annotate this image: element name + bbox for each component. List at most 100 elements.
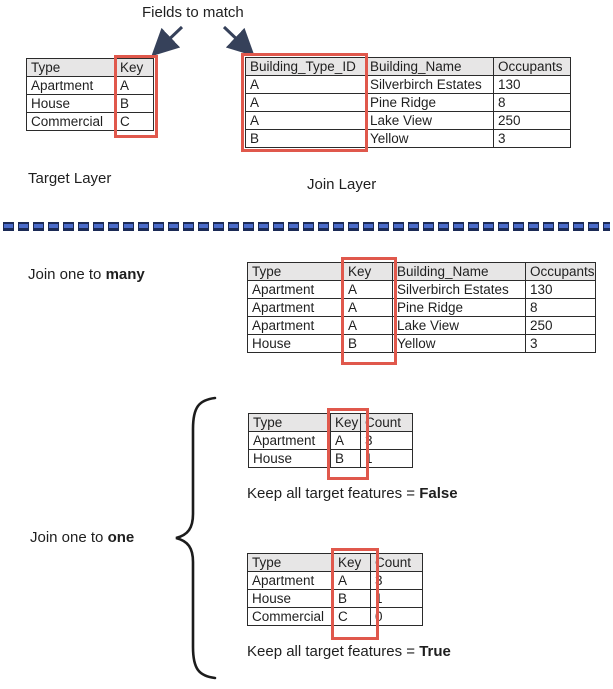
cell: A xyxy=(343,280,393,299)
cell: Apartment xyxy=(247,298,344,317)
column-header: Building_Name xyxy=(365,57,494,76)
join-one-to-one-label: Join one to one xyxy=(30,529,134,547)
arrow-down-right-icon xyxy=(222,25,255,56)
join-one-to-many-label: Join one to many xyxy=(28,266,145,284)
arrow-down-left-icon xyxy=(151,25,184,56)
cell: B xyxy=(330,449,361,468)
cell: Lake View xyxy=(392,316,526,335)
arrows-icon-group xyxy=(151,25,255,56)
cell: Apartment xyxy=(26,76,116,95)
table-header-row: Type Key Count xyxy=(248,413,413,432)
column-header: Key xyxy=(330,413,361,432)
column-header: Key xyxy=(115,58,154,77)
table-row: Apartment A xyxy=(26,76,154,95)
cell: Pine Ridge xyxy=(392,298,526,317)
target-table: Type Key Apartment A House B Commercial … xyxy=(26,58,154,131)
cell: Commercial xyxy=(26,112,116,131)
keep-true-label: Keep all target features = True xyxy=(247,643,451,661)
join-layer-table: Building_Type_ID Building_Name Occupants… xyxy=(245,57,571,148)
table-row: Commercial C xyxy=(26,112,154,131)
column-header: Count xyxy=(370,553,423,572)
cell: 250 xyxy=(525,316,596,335)
table-row: Apartment A Pine Ridge 8 xyxy=(247,298,596,317)
table-row: House B 1 xyxy=(248,449,413,468)
cell: 3 xyxy=(493,129,571,148)
table-row: A Pine Ridge 8 xyxy=(245,93,571,112)
cell: Silverbirch Estates xyxy=(392,280,526,299)
cell: B xyxy=(333,589,371,608)
cell: Yellow xyxy=(365,129,494,148)
label-bold: one xyxy=(107,529,135,546)
label-bold: False xyxy=(419,485,458,502)
cell: 0 xyxy=(370,607,423,626)
cell: 3 xyxy=(525,334,596,353)
cell: Pine Ridge xyxy=(365,93,494,112)
table-header-row: Type Key Count xyxy=(247,553,423,572)
cell: Lake View xyxy=(365,111,494,130)
table-row: House B xyxy=(26,94,154,113)
label-text: Keep all target features = xyxy=(247,485,420,502)
cell: House xyxy=(248,449,331,468)
cell: A xyxy=(245,111,366,130)
table-row: House B Yellow 3 xyxy=(247,334,596,353)
cell: 8 xyxy=(493,93,571,112)
cell: Apartment xyxy=(247,571,334,590)
label-text: Join one to xyxy=(30,529,108,546)
cell: House xyxy=(26,94,116,113)
cell: B xyxy=(115,94,154,113)
column-header: Building_Name xyxy=(392,262,526,281)
table-header-row: Type Key Building_Name Occupants xyxy=(247,262,596,281)
count-table-true: Type Key Count Apartment A 3 House B 1 C… xyxy=(247,553,423,626)
cell: 130 xyxy=(493,75,571,94)
cell: House xyxy=(247,334,344,353)
column-header: Type xyxy=(248,413,331,432)
dashed-blue-separator-icon xyxy=(3,222,610,231)
cell: C xyxy=(115,112,154,131)
cell: C xyxy=(333,607,371,626)
table-row: B Yellow 3 xyxy=(245,129,571,148)
cell: A xyxy=(245,75,366,94)
label-text: Keep all target features = xyxy=(247,643,420,660)
table-row: House B 1 xyxy=(247,589,423,608)
cell: Silverbirch Estates xyxy=(365,75,494,94)
cell: Apartment xyxy=(247,316,344,335)
target-layer-label: Target Layer xyxy=(28,170,112,187)
cell: 8 xyxy=(525,298,596,317)
cell: 3 xyxy=(360,431,413,450)
left-curly-brace-icon xyxy=(175,396,217,680)
column-header: Type xyxy=(26,58,116,77)
cell: 250 xyxy=(493,111,571,130)
label-bold: True xyxy=(419,643,451,660)
cell: A xyxy=(115,76,154,95)
cell: B xyxy=(245,129,366,148)
cell: 3 xyxy=(370,571,423,590)
column-header: Occupants xyxy=(525,262,596,281)
table-header-row: Building_Type_ID Building_Name Occupants xyxy=(245,57,571,76)
column-header: Type xyxy=(247,553,334,572)
column-header: Building_Type_ID xyxy=(245,57,366,76)
cell: 1 xyxy=(370,589,423,608)
cell: Apartment xyxy=(248,431,331,450)
column-header: Key xyxy=(333,553,371,572)
cell: A xyxy=(343,298,393,317)
table-row: Commercial C 0 xyxy=(247,607,423,626)
label-bold: many xyxy=(105,266,145,283)
table-row: A Lake View 250 xyxy=(245,111,571,130)
join-layer-label: Join Layer xyxy=(307,176,377,193)
table-row: Apartment A Lake View 250 xyxy=(247,316,596,335)
table-row: Apartment A 3 xyxy=(248,431,413,450)
table-row: Apartment A Silverbirch Estates 130 xyxy=(247,280,596,299)
fields-to-match-label: Fields to match xyxy=(142,4,244,21)
cell: House xyxy=(247,589,334,608)
table-row: Apartment A 3 xyxy=(247,571,423,590)
cell: Yellow xyxy=(392,334,526,353)
column-header: Count xyxy=(360,413,413,432)
cell: A xyxy=(333,571,371,590)
column-header: Type xyxy=(247,262,344,281)
join-result-table: Type Key Building_Name Occupants Apartme… xyxy=(247,262,596,353)
cell: Commercial xyxy=(247,607,334,626)
keep-false-label: Keep all target features = False xyxy=(247,485,458,503)
cell: 1 xyxy=(360,449,413,468)
cell: 130 xyxy=(525,280,596,299)
